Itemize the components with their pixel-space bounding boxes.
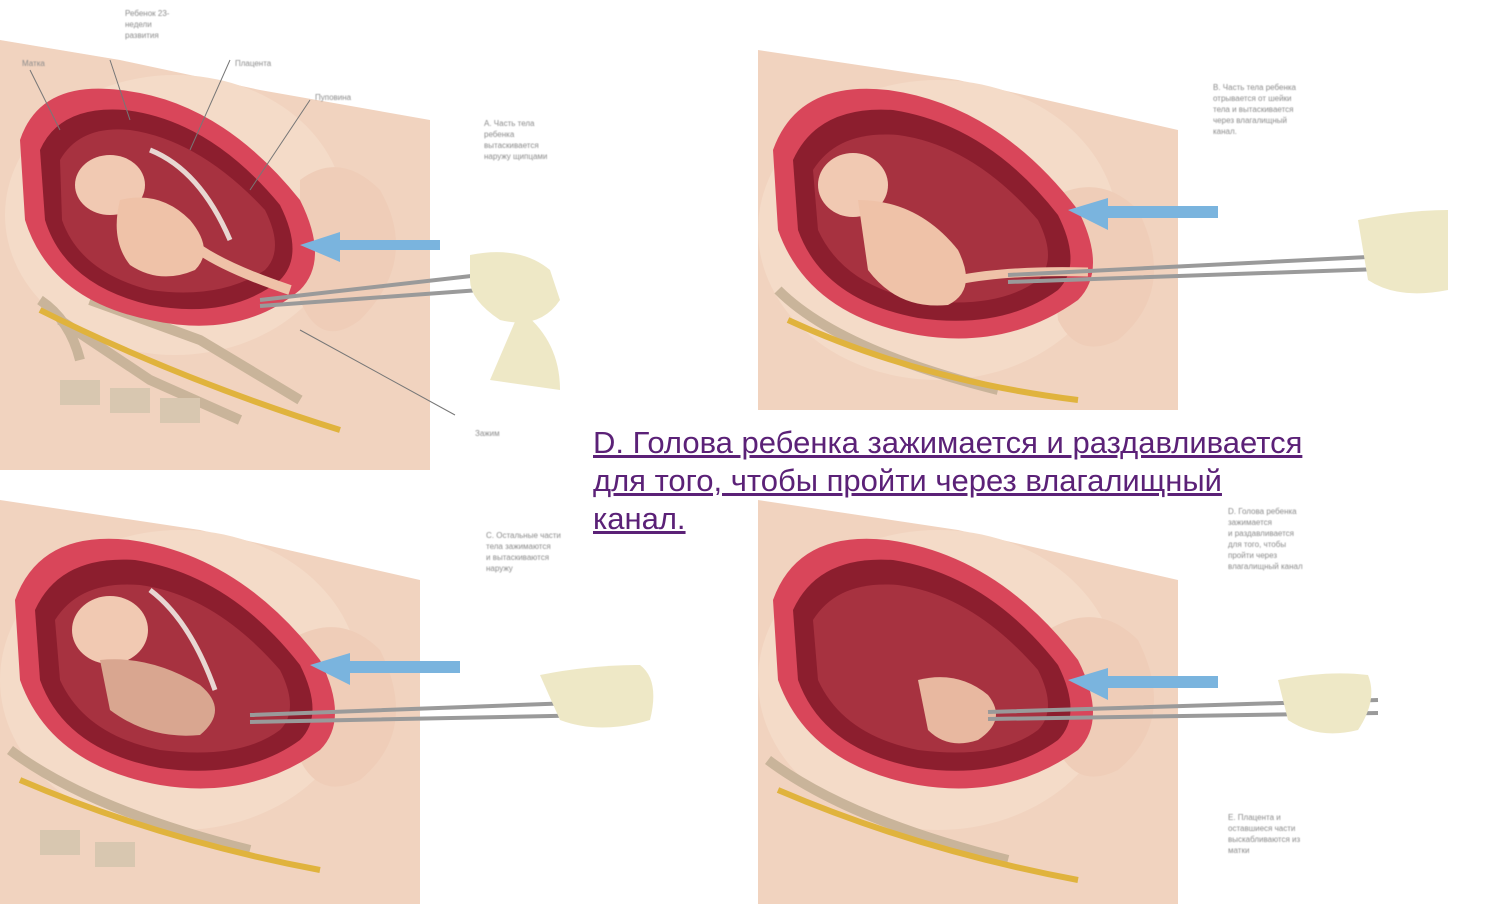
label-placenta: Плацента	[235, 58, 271, 69]
label-clamp: Зажим	[475, 428, 500, 439]
note-a: A. Часть тела ребенка вытаскивается нару…	[484, 118, 560, 162]
note-c: C. Остальные части тела зажимаются и выт…	[486, 530, 561, 574]
illustration-panel-a: Ребенок 23- недели развития Матка Плацен…	[0, 0, 560, 470]
label-umbilical-cord: Пуповина	[315, 92, 351, 103]
note-b: B. Часть тела ребенка отрывается от шейк…	[1213, 82, 1296, 137]
illustration-panel-b: B. Часть тела ребенка отрывается от шейк…	[758, 50, 1490, 410]
illustration-panel-d: D. Голова ребенка зажимается и раздавлив…	[758, 500, 1490, 904]
caption-link[interactable]: D. Голова ребенка зажимается и раздавлив…	[593, 424, 1490, 549]
label-fetus: Ребенок 23- недели развития	[125, 8, 169, 41]
label-uterus: Матка	[22, 58, 45, 69]
note-e: E. Плацента и оставшиеся части выскаблив…	[1228, 812, 1300, 856]
